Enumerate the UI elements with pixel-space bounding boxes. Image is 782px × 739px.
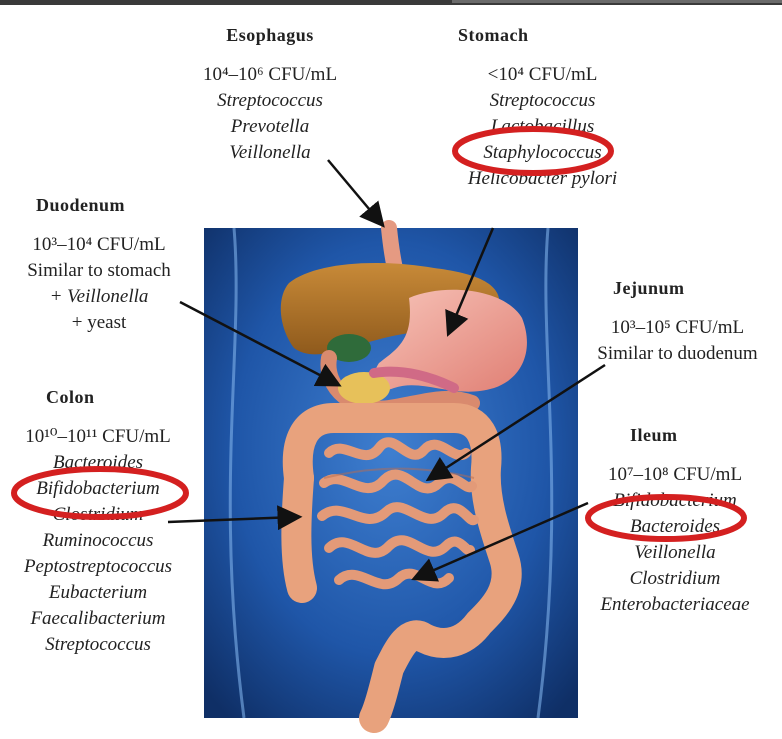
highlight-circle-ileum-bifidobacterium [588, 497, 744, 539]
highlight-circle-lactobacillus [455, 129, 611, 173]
highlight-circle-colon-bifidobacterium [14, 469, 186, 517]
